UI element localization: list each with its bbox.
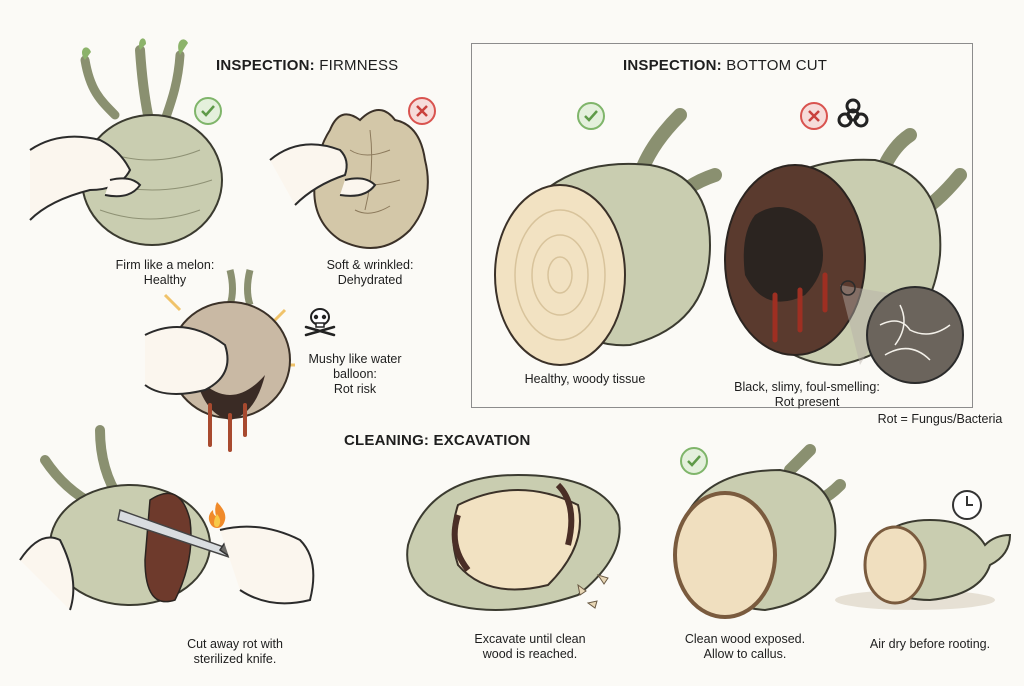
air-dry-illustration <box>835 518 1012 610</box>
heading-cleaning: CLEANING: EXCAVATION <box>344 432 531 449</box>
knife-cut-illustration <box>19 425 315 611</box>
caption-clean-wood: Clean wood exposed.Allow to callus. <box>684 632 806 661</box>
cross-icon <box>800 102 828 130</box>
caption-rot-definition: Rot = Fungus/Bacteria <box>877 412 1003 426</box>
clean-wood-illustration <box>673 444 846 619</box>
soft-tuber-illustration <box>269 109 429 249</box>
caption-soft: Soft & wrinkled:Dehydrated <box>326 258 414 287</box>
heading-firmness: INSPECTION: FIRMNESS <box>216 57 399 74</box>
check-icon <box>194 97 222 125</box>
skull-icon <box>304 308 336 337</box>
rot-magnifier-illustration <box>840 280 964 384</box>
cross-icon <box>408 97 436 125</box>
bottom-cut-panel <box>471 43 973 408</box>
mushy-tuber-illustration <box>144 269 295 452</box>
excavate-illustration <box>406 473 621 611</box>
heading-bottom-cut: INSPECTION: BOTTOM CUT <box>623 57 828 74</box>
healthy-cut-illustration <box>494 108 722 366</box>
caption-firm: Firm like a melon:Healthy <box>115 258 215 287</box>
caption-rot-cut: Black, slimy, foul-smelling:Rot present <box>734 380 880 409</box>
check-icon <box>577 102 605 130</box>
firm-tuber-illustration <box>29 38 223 246</box>
caption-healthy-cut: Healthy, woody tissue <box>524 372 646 386</box>
caption-air-dry: Air dry before rooting. <box>869 637 991 651</box>
clock-icon <box>952 490 982 520</box>
biohazard-icon <box>837 98 869 128</box>
fire-icon <box>208 502 226 528</box>
check-icon <box>680 447 708 475</box>
